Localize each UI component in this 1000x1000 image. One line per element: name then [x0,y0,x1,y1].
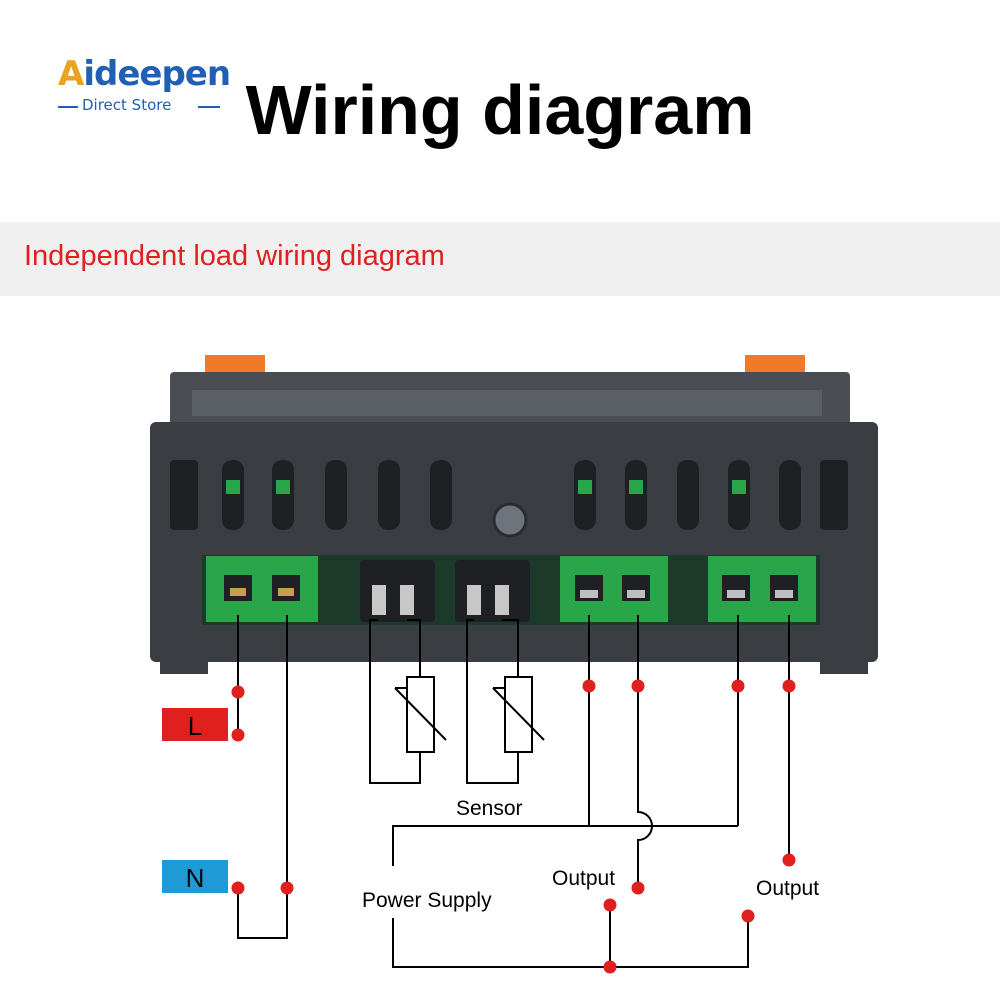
wire-supply-bottom [392,916,749,968]
logo-letters: ideepen [83,54,231,94]
dot [231,728,245,742]
subtitle-banner [0,222,1000,296]
dot [631,679,645,693]
sensor-symbol-2 [492,676,545,753]
connection-dots [231,679,796,974]
dot [603,960,617,974]
section-subtitle: Independent load wiring diagram [24,240,445,272]
vent-slots [170,460,848,530]
wire-output1-b [637,615,653,888]
logo-wordmark: Aideepen [58,54,231,94]
sensor-connector-2 [455,560,530,622]
housing-rear-panel [150,422,878,662]
line-terminal-tag [162,708,228,741]
logo-tagline: Direct Store [82,96,172,114]
dot [631,881,645,895]
wiring-diagram: L N Sensor Power Supply Output Output [150,355,878,974]
line-terminal-label: L [188,711,202,741]
dot [782,853,796,867]
power-supply-label: Power Supply [362,889,492,912]
neutral-terminal-label: N [186,863,205,893]
controller-housing [150,355,878,674]
wire-neutral [237,615,288,939]
sensor-symbol-1 [394,676,447,753]
power-terminal-block [206,556,318,622]
wire-sensor-1-right [407,619,421,677]
sensor-label: Sensor [456,797,523,820]
status-led [492,502,528,538]
wire-sensor-2-right [502,619,519,677]
logo-rule-left [58,106,78,108]
housing-foot-right [820,662,868,674]
dot [603,898,617,912]
logo-rule-right [198,106,220,108]
output-terminal-block-2 [708,556,816,622]
wire-supply-top [392,825,738,866]
dot [782,679,796,693]
dot [741,909,755,923]
output-terminal-block-1 [560,556,668,622]
output-label-2: Output [756,877,819,900]
wire-sensor-2-left [466,619,519,784]
brand-logo: Aideepen Direct Store [58,54,288,124]
dot [231,685,245,699]
sensor-connector-1 [360,560,435,622]
housing-top-panel [192,390,822,416]
housing-foot-left [160,662,208,674]
dot [731,679,745,693]
output-label-1: Output [552,867,615,890]
neutral-terminal-tag [162,860,228,893]
wire-sensor-1-left [369,619,421,784]
logo-letter-a: A [58,54,84,94]
page-title: Wiring diagram [245,71,755,149]
wires [237,615,790,968]
dot [231,881,245,895]
dot [280,881,294,895]
dot [582,679,596,693]
